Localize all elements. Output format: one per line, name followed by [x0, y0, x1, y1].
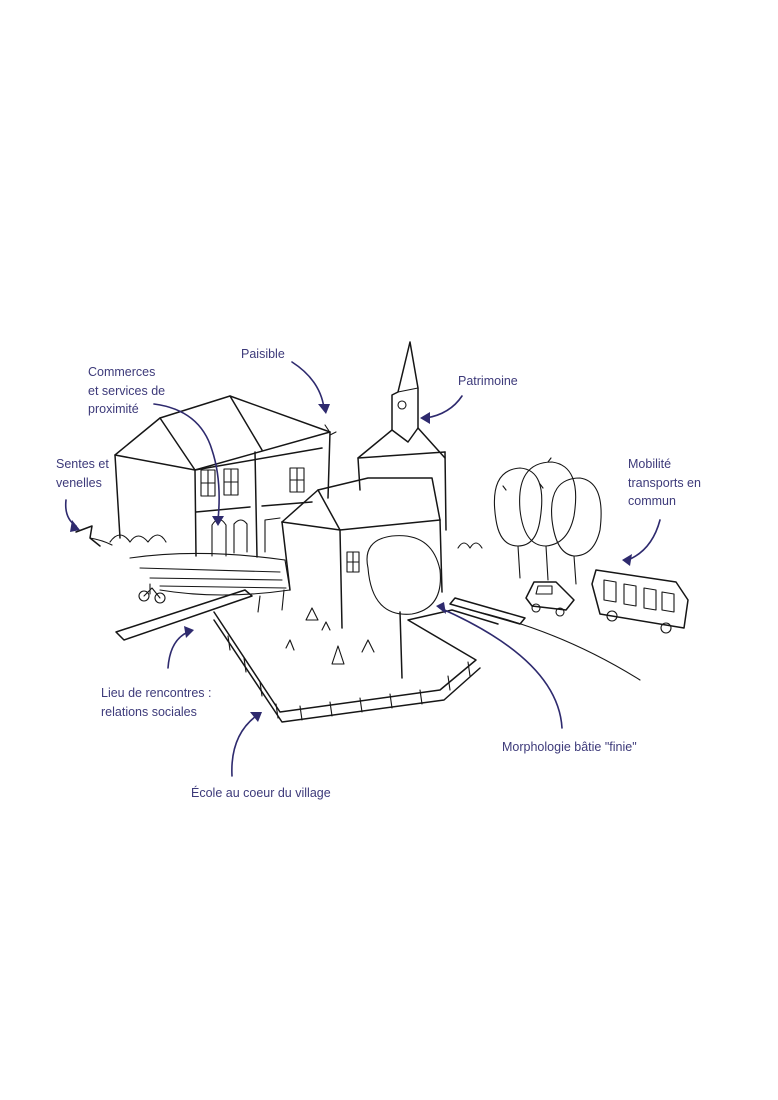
label-commerces-line-2: et services de — [88, 383, 166, 398]
car — [525, 581, 575, 617]
label-morphologie: Morphologie bâtie "finie" — [502, 740, 637, 754]
arrow-paisible — [291, 361, 325, 409]
bus — [591, 569, 689, 634]
arrow-patrimoine — [425, 395, 463, 419]
arrow-sentes — [64, 499, 77, 527]
label-lieu-rencontres: Lieu de rencontres : relations sociales — [101, 684, 212, 721]
church — [357, 341, 447, 531]
arrow-mobilite — [627, 519, 661, 561]
label-paisible: Paisible — [241, 347, 285, 361]
label-commerces-line-1: Commerces — [88, 365, 156, 379]
label-sentes-line-1: Sentes et — [56, 457, 109, 471]
streets — [75, 525, 641, 681]
shops-house — [114, 395, 331, 558]
arrow-ecole — [231, 715, 257, 777]
label-mobilite-line-1: Mobilité — [628, 457, 672, 471]
arrow-lieu — [167, 631, 189, 669]
label-commerces-line-3: proximité — [88, 402, 139, 416]
label-mobilite-line-3: commun — [628, 494, 676, 508]
schoolyard — [213, 589, 499, 723]
annotation-arrows — [64, 361, 661, 777]
label-ecole: École au coeur du village — [191, 786, 331, 800]
label-lieu-line-1: Lieu de rencontres : — [101, 686, 212, 700]
arrow-commerces — [153, 403, 220, 521]
label-sentes: Sentes et venelles — [56, 455, 109, 492]
label-mobilite-line-2: transports en — [628, 475, 701, 490]
details — [109, 424, 483, 604]
arrow-morphologie — [439, 607, 563, 729]
school-house — [281, 477, 443, 679]
label-commerces: Commerces et services de proximité — [88, 363, 165, 419]
label-mobilite: Mobilité transports en commun — [628, 455, 701, 511]
label-sentes-line-2: venelles — [56, 475, 102, 490]
trees — [493, 457, 602, 585]
label-patrimoine: Patrimoine — [458, 374, 518, 388]
label-lieu-line-2: relations sociales — [101, 704, 197, 719]
